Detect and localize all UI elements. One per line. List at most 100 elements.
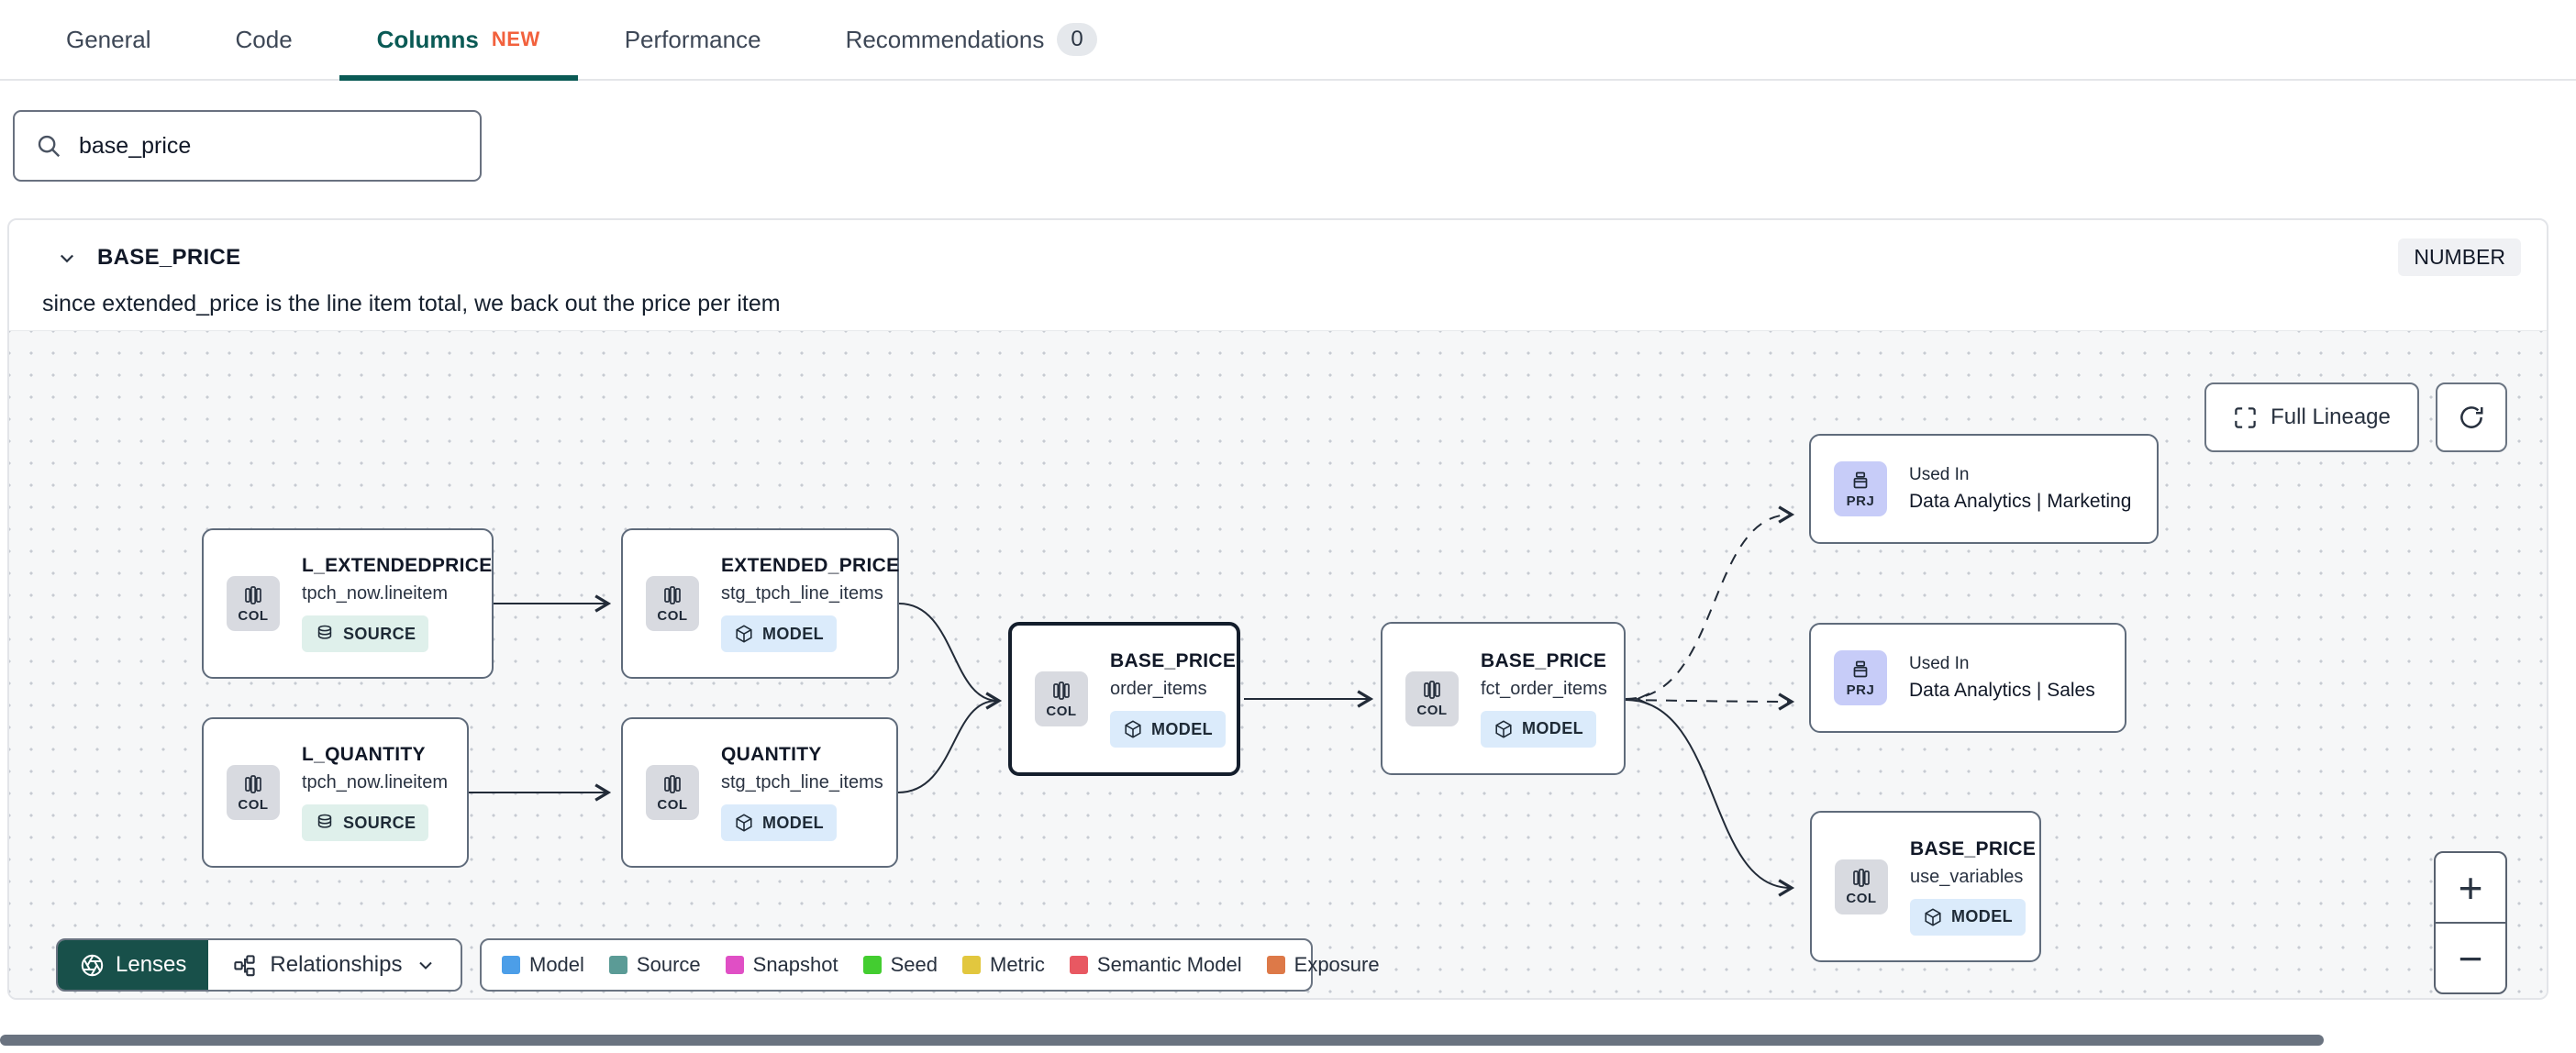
zoom-out-button[interactable]: −: [2436, 922, 2505, 992]
node-subtitle: fct_order_items: [1481, 678, 1607, 699]
full-lineage-button[interactable]: Full Lineage: [2204, 382, 2419, 452]
columns-icon: [245, 585, 261, 604]
project-chip: PRJ: [1834, 461, 1887, 516]
project-icon: [1853, 660, 1868, 677]
columns-icon: [664, 585, 681, 604]
model-badge: MODEL: [1481, 710, 1596, 748]
tab-general[interactable]: General: [66, 25, 151, 53]
model-badge: MODEL: [721, 615, 837, 652]
column-chip: COL: [646, 576, 699, 631]
lineage-canvas[interactable]: COL L_EXTENDEDPRICE tpch_now.lineitem SO…: [9, 330, 2547, 998]
node-title: BASE_PRICE: [1481, 649, 1607, 671]
lineage-node-quantity[interactable]: COL QUANTITY stg_tpch_line_items MODEL: [621, 717, 898, 868]
lineage-node-base-price-use-variables[interactable]: COL BASE_PRICE use_variables MODEL: [1810, 811, 2041, 962]
legend-swatch: [862, 956, 882, 974]
column-description: since extended_price is the line item to…: [42, 291, 781, 316]
column-header: BASE_PRICE NUMBER: [9, 220, 2547, 276]
database-icon: [317, 625, 332, 639]
column-type-badge: NUMBER: [2398, 238, 2521, 276]
lineage-node-l-quantity[interactable]: COL L_QUANTITY tpch_now.lineitem SOURCE: [202, 717, 469, 868]
legend-swatch: [725, 956, 744, 974]
new-badge: NEW: [491, 28, 540, 50]
recommendations-count-badge: 0: [1057, 23, 1097, 56]
node-title: L_QUANTITY: [302, 744, 426, 765]
lenses-control-group: Lenses Relationships: [56, 938, 463, 992]
columns-icon: [1424, 681, 1440, 699]
model-badge: MODEL: [1910, 898, 2026, 936]
cube-icon: [1925, 907, 1941, 926]
node-subtitle: tpch_now.lineitem: [302, 772, 448, 793]
columns-icon: [245, 774, 261, 793]
tab-code[interactable]: Code: [235, 25, 293, 53]
legend-swatch: [502, 956, 520, 974]
legend-item-exposure: Exposure: [1266, 953, 1380, 977]
legend-item-metric: Metric: [962, 953, 1045, 977]
legend-swatch: [962, 956, 981, 974]
lineage-node-used-in-sales[interactable]: PRJ Used In Data Analytics | Sales: [1809, 623, 2126, 733]
column-name: BASE_PRICE: [97, 244, 241, 270]
legend-item-snapshot: Snapshot: [725, 953, 838, 977]
zoom-control: + −: [2434, 851, 2507, 994]
legend-swatch: [608, 956, 627, 974]
column-search: [13, 110, 482, 182]
model-badge: MODEL: [1110, 711, 1226, 748]
relationships-icon: [234, 954, 256, 976]
node-title: EXTENDED_PRICE: [721, 555, 900, 576]
legend-swatch: [1266, 956, 1285, 974]
refresh-icon: [2460, 406, 2483, 428]
expand-icon: [2235, 406, 2256, 428]
node-subtitle: use_variables: [1910, 866, 2024, 887]
zoom-in-button[interactable]: +: [2458, 863, 2483, 912]
tab-bar: General Code Columns NEW Performance Rec…: [0, 0, 2576, 81]
chevron-down-icon: [419, 961, 433, 970]
search-input[interactable]: [79, 132, 446, 160]
legend-item-source: Source: [608, 953, 701, 977]
refresh-button[interactable]: [2436, 382, 2507, 452]
lineage-node-l-extendedprice[interactable]: COL L_EXTENDEDPRICE tpch_now.lineitem SO…: [202, 528, 494, 679]
columns-icon: [1853, 869, 1870, 887]
node-subtitle: stg_tpch_line_items: [721, 772, 883, 793]
database-icon: [317, 814, 332, 828]
legend-item-semantic-model: Semantic Model: [1069, 953, 1242, 977]
source-badge: SOURCE: [302, 804, 429, 841]
legend-item-seed: Seed: [862, 953, 938, 977]
lineage-node-used-in-marketing[interactable]: PRJ Used In Data Analytics | Marketing: [1809, 434, 2159, 544]
column-chip: COL: [1405, 671, 1459, 726]
column-chip: COL: [646, 765, 699, 820]
cube-icon: [736, 625, 752, 643]
cube-icon: [736, 814, 752, 832]
node-title: Data Analytics | Marketing: [1909, 491, 2132, 512]
tab-performance[interactable]: Performance: [624, 25, 761, 53]
source-badge: SOURCE: [302, 615, 429, 652]
tab-recommendations[interactable]: Recommendations 0: [808, 0, 1135, 79]
collapse-chevron-icon[interactable]: [53, 244, 81, 272]
lineage-node-extended-price[interactable]: COL EXTENDED_PRICE stg_tpch_line_items M…: [621, 528, 899, 679]
node-subtitle: stg_tpch_line_items: [721, 583, 883, 604]
node-type-legend: Model Source Snapshot Seed Metric Semant…: [480, 938, 1380, 992]
horizontal-scrollbar-thumb[interactable]: [0, 1035, 2324, 1046]
legend-swatch: [1069, 956, 1088, 974]
project-icon: [1853, 471, 1868, 488]
node-title: QUANTITY: [721, 744, 822, 765]
column-chip: COL: [1035, 671, 1088, 726]
lineage-node-base-price-order-items-selected[interactable]: COL BASE_PRICE order_items MODEL: [1008, 622, 1240, 776]
node-title: BASE_PRICE: [1910, 837, 2037, 859]
columns-icon: [664, 774, 681, 793]
node-subtitle: order_items: [1110, 679, 1207, 699]
legend-item-model: Model: [502, 953, 584, 977]
tab-columns[interactable]: Columns NEW: [339, 0, 578, 81]
lineage-node-base-price-fct-order-items[interactable]: COL BASE_PRICE fct_order_items MODEL: [1381, 622, 1626, 775]
lenses-button[interactable]: Lenses: [58, 940, 209, 990]
model-badge: MODEL: [721, 804, 837, 841]
node-title: Data Analytics | Sales: [1909, 680, 2095, 701]
column-card: BASE_PRICE NUMBER since extended_price i…: [7, 218, 2548, 1000]
relationships-dropdown[interactable]: Relationships: [208, 940, 461, 990]
column-chip: COL: [227, 765, 280, 820]
node-pretitle: Used In: [1909, 654, 1970, 673]
node-title: BASE_PRICE: [1110, 650, 1237, 671]
search-icon: [38, 135, 61, 158]
node-subtitle: tpch_now.lineitem: [302, 583, 448, 604]
cube-icon: [1125, 720, 1141, 738]
cube-icon: [1495, 719, 1512, 738]
